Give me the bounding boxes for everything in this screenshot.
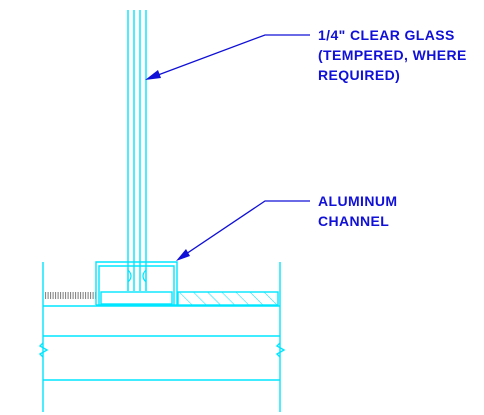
glass-leader (145, 34, 310, 80)
aluminum-channel (95, 261, 178, 306)
break-lines (38, 342, 286, 358)
glass-callout-line-3: REQUIRED) (318, 67, 400, 83)
channel-callout-line-1: ALUMINUM (318, 193, 397, 209)
substrate-section (42, 262, 281, 412)
glass-callout-line-2: (TEMPERED, WHERE (318, 47, 467, 63)
glass-panel (127, 10, 147, 291)
channel-callout-line-2: CHANNEL (318, 213, 389, 229)
diagonal-hatch-bed (177, 291, 279, 306)
channel-leader (176, 200, 310, 261)
grey-hatch-fill (45, 292, 96, 299)
setting-block (127, 268, 147, 291)
glass-callout-line-1: 1/4" CLEAR GLASS (318, 27, 455, 43)
